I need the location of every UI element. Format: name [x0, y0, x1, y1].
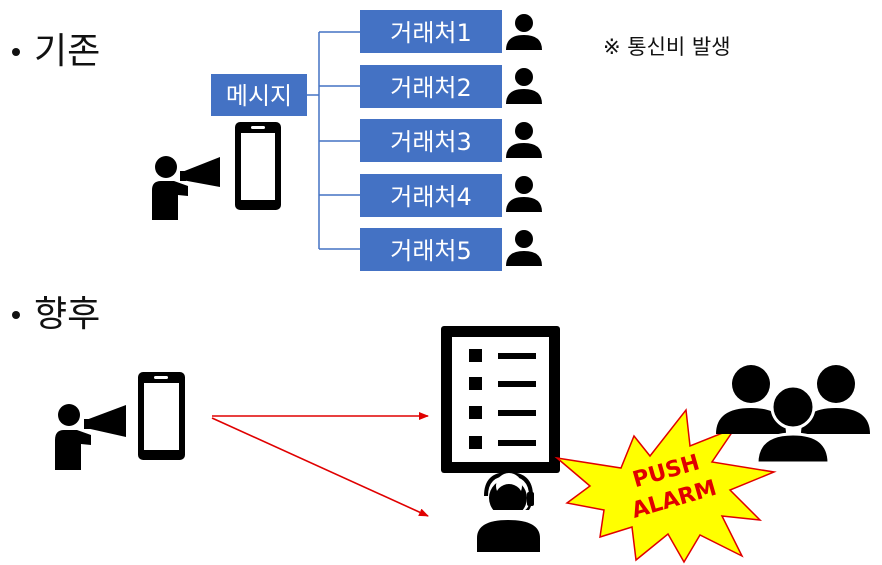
recipient-row: 거래처3 — [360, 119, 542, 162]
connector-tree — [307, 31, 360, 250]
recipient-label: 거래처2 — [390, 74, 472, 102]
bullet-dot — [12, 311, 20, 319]
section-after: 향후 — [12, 294, 870, 564]
smartphone-icon — [235, 122, 281, 210]
recipient-label: 거래처1 — [390, 19, 472, 47]
recipient-row: 거래처5 — [360, 228, 542, 271]
headset-operator-icon — [477, 471, 540, 552]
recipient-label: 거래처3 — [390, 128, 472, 156]
person-megaphone-icon — [55, 404, 126, 470]
recipient-label: 거래처5 — [390, 237, 472, 265]
recipient-row: 거래처2 — [360, 65, 542, 108]
person-icon — [506, 230, 542, 266]
recipient-box — [360, 65, 502, 108]
recipient-row: 거래처4 — [360, 174, 542, 217]
cost-note: ※ 통신비 발생 — [603, 35, 731, 59]
section-title-after: 향후 — [34, 294, 100, 335]
push-alarm-burst: PUSH ALARM — [554, 408, 777, 564]
checklist-icon — [441, 326, 560, 473]
recipient-box — [360, 10, 502, 53]
person-icon — [506, 14, 542, 50]
smartphone-icon — [138, 372, 185, 460]
recipient-label: 거래처4 — [390, 183, 472, 211]
recipient-box — [360, 119, 502, 162]
person-icon — [506, 68, 542, 104]
bullet-dot — [12, 48, 20, 56]
section-title-before: 기존 — [34, 31, 100, 72]
recipient-box — [360, 228, 502, 271]
message-box-label: 메시지 — [226, 82, 292, 110]
arrow-to-operator — [211, 417, 429, 517]
message-box — [211, 74, 307, 116]
section-before: 기존 메시지 — [12, 10, 731, 271]
people-group-icon — [716, 365, 870, 465]
arrows — [211, 412, 429, 517]
recipient-box — [360, 174, 502, 217]
person-icon — [506, 122, 542, 158]
recipient-row: 거래처1 — [360, 10, 542, 53]
person-icon — [506, 176, 542, 212]
person-megaphone-icon — [152, 156, 220, 220]
recipient-list: 거래처1 거래처2 거래처3 거래처4 거래처5 — [360, 10, 542, 271]
